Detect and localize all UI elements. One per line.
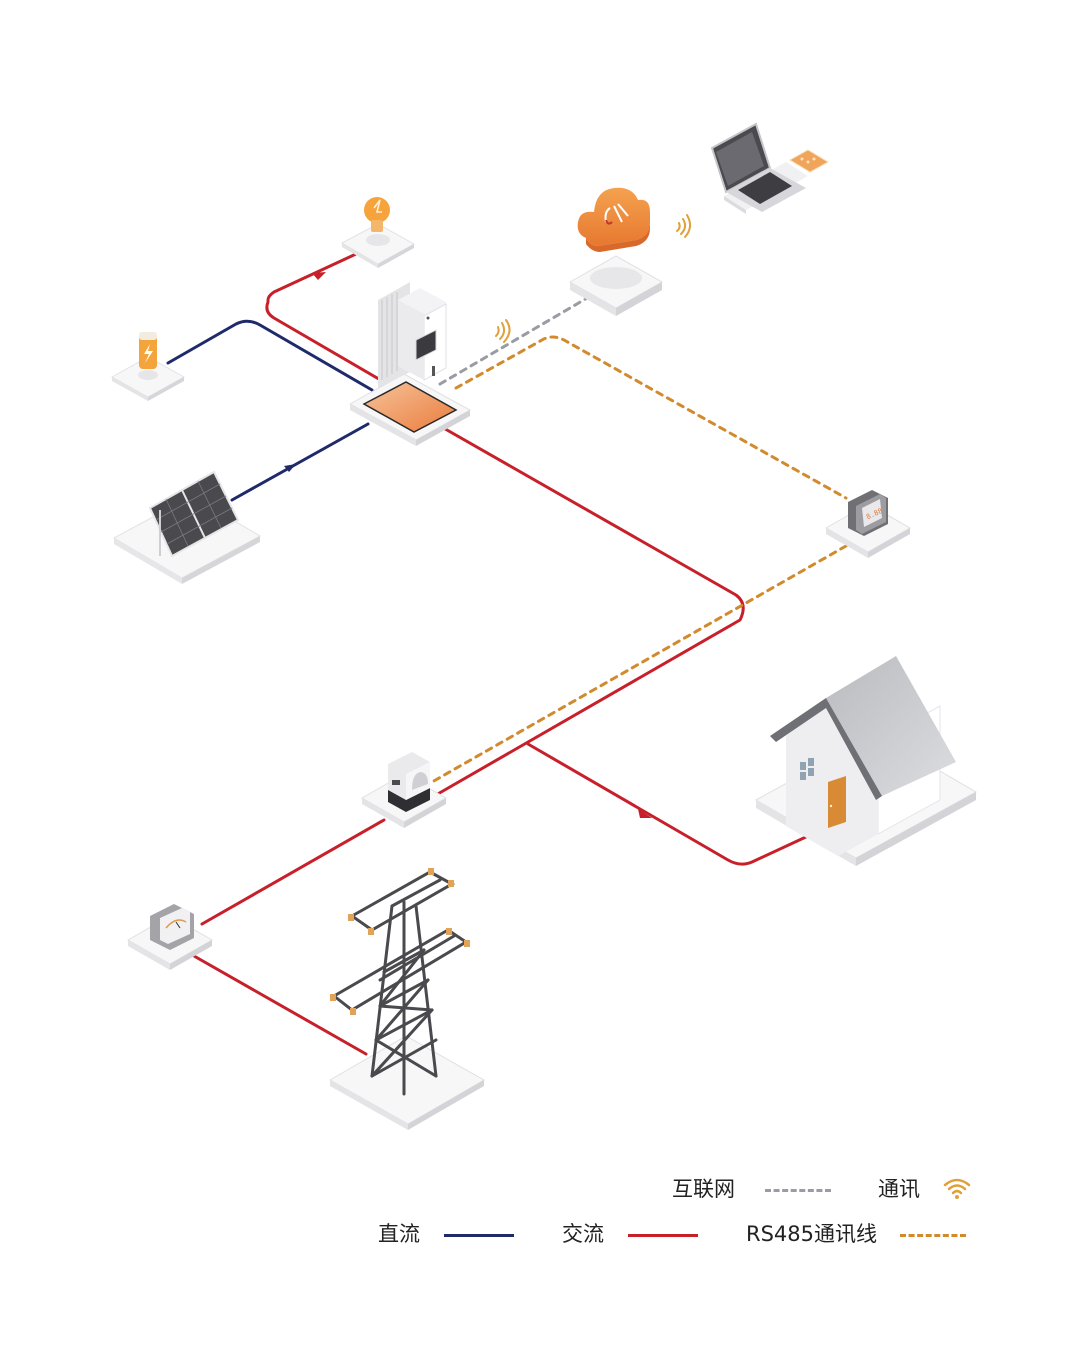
house-icon <box>770 656 956 856</box>
rs485-line-smart-meter-ct <box>430 544 848 784</box>
legend-rs485-swatch <box>900 1234 966 1237</box>
grid-meter-node[interactable] <box>126 904 214 970</box>
arrow-to-house <box>638 809 652 818</box>
laptop-icon <box>710 122 806 212</box>
phone-icon <box>789 149 829 173</box>
ac-line-grid-meter-tower <box>192 954 368 1056</box>
ac-line-ct-grid-meter <box>200 818 386 926</box>
inverter-icon <box>378 282 447 388</box>
legend-internet-label: 互联网 <box>672 1177 735 1201</box>
legend-ac-swatch <box>628 1234 698 1237</box>
ac-line-inverter-load <box>265 252 386 384</box>
house-node[interactable] <box>754 656 978 866</box>
smart-meter-node[interactable]: 8.88 <box>824 490 912 558</box>
rs485-line-inverter-smart-meter <box>454 335 848 500</box>
laptop-node[interactable] <box>710 122 829 214</box>
dc-line-pv-inverter <box>230 422 370 502</box>
dc-line-battery-inverter <box>166 319 374 392</box>
wifi-icon <box>943 1178 971 1199</box>
legend-ac-label: 交流 <box>562 1222 604 1246</box>
legend-wireless-label: 通讯 <box>878 1177 920 1201</box>
internet-line-inverter-router <box>438 292 596 386</box>
router-node[interactable] <box>568 255 664 316</box>
ct-node[interactable] <box>360 752 448 828</box>
legend-dc-swatch <box>444 1234 514 1237</box>
wifi-icon-cloud <box>676 214 691 238</box>
legend-internet-swatch <box>765 1189 831 1192</box>
ac-line-ct-house <box>526 742 810 866</box>
battery-node[interactable] <box>110 332 186 401</box>
smart-meter-icon: 8.88 <box>848 490 888 536</box>
ac-line-inverter-ct <box>434 424 745 797</box>
wifi-icon-inverter <box>495 319 511 343</box>
door <box>828 776 846 828</box>
connections <box>166 252 848 1056</box>
cloud-node[interactable] <box>577 187 691 252</box>
grid-meter-icon <box>150 904 194 950</box>
inverter-node[interactable] <box>348 282 511 446</box>
inverter-heat-pad <box>362 381 458 433</box>
battery-icon <box>139 332 157 369</box>
light-bulb-icon <box>364 197 390 232</box>
pv-node[interactable] <box>112 470 262 584</box>
arrow-inverter-to-load <box>312 272 326 280</box>
tower-base <box>328 1035 486 1125</box>
tower-node[interactable] <box>328 868 486 1130</box>
window <box>800 758 814 780</box>
arrow-pv-to-inverter <box>284 464 296 472</box>
router-icon <box>590 267 642 289</box>
load-node[interactable] <box>340 197 416 268</box>
insulators <box>330 868 470 1015</box>
cloud-icon <box>577 187 650 252</box>
solar-panel-icon <box>148 470 240 558</box>
legend-rs485-label: RS485通讯线 <box>746 1222 878 1246</box>
current-transformer-icon <box>388 752 430 812</box>
legend-dc-label: 直流 <box>378 1222 420 1246</box>
